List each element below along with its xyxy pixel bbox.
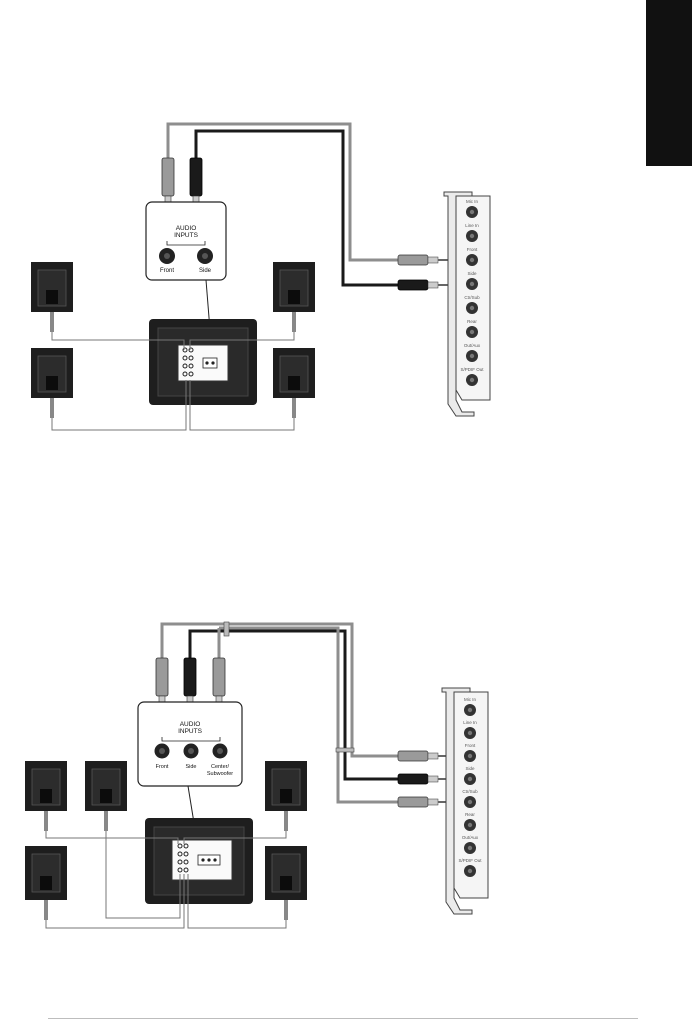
speaker-connection-diagram-6ch: AUDIO INPUTS Front Side Center/ Subwoofe… — [0, 600, 692, 940]
card-label-6: Out/Aux — [462, 835, 479, 840]
card-plug-black — [398, 280, 454, 290]
audio-inputs-callout: AUDIO INPUTS Front Side Center/ Subwoofe… — [138, 702, 242, 786]
card-label-7: S/PDIF Out — [458, 858, 482, 863]
speaker-side-right — [273, 348, 315, 418]
card-label-3: Side — [467, 271, 477, 276]
card-label-6: Out/Aux — [464, 343, 481, 348]
cable-tie-side — [336, 748, 354, 752]
jack-label-center: Center/ — [211, 764, 230, 770]
speaker-front-right — [265, 761, 307, 831]
card-label-5: Rear — [467, 319, 477, 324]
jack-label-front: Front — [156, 764, 169, 770]
card-label-1: Line In — [463, 720, 477, 725]
subwoofer-unit — [145, 818, 253, 904]
speaker-center — [85, 761, 127, 831]
sound-card-bracket: Mic In Line In Front Side Ctr/Sub Rear O… — [442, 688, 488, 914]
card-label-3: Side — [465, 766, 475, 771]
speaker-side-left — [25, 846, 67, 920]
audio-inputs-title-2: INPUTS — [178, 728, 203, 735]
audio-inputs-callout: AUDIO INPUTS Front Side — [146, 202, 226, 280]
jack-label-subwoofer: Subwoofer — [207, 771, 233, 777]
footer-rule — [48, 1018, 638, 1019]
sound-card-bracket: Mic In Line In Front Side Ctr/Sub Rear O… — [444, 192, 490, 416]
card-label-2: Front — [467, 247, 478, 252]
card-plug-gray — [398, 255, 454, 265]
audio-inputs-title-1: AUDIO — [180, 721, 201, 728]
cable-tie-top — [224, 622, 229, 636]
card-label-0: Mic In — [466, 199, 478, 204]
speaker-connection-diagram-4ch: AUDIO INPUTS Front Side — [0, 100, 692, 440]
subwoofer-unit — [149, 319, 257, 405]
card-label-0: Mic In — [464, 697, 476, 702]
audio-inputs-title-1: AUDIO — [176, 225, 197, 232]
card-label-2: Front — [465, 743, 476, 748]
jack-label-front: Front — [160, 268, 174, 274]
audio-inputs-title-2: INPUTS — [174, 232, 199, 239]
speaker-front-right — [273, 262, 315, 332]
jack-label-side: Side — [185, 764, 196, 770]
cable-gray-2 — [219, 628, 400, 802]
speaker-side-right — [265, 846, 307, 920]
card-label-5: Rear — [465, 812, 475, 817]
speaker-side-left — [31, 348, 73, 418]
jack-label-side: Side — [199, 268, 212, 274]
cable-black — [196, 131, 400, 285]
card-label-4: Ctr/Sub — [464, 295, 480, 300]
speaker-front-left — [31, 262, 73, 332]
card-label-4: Ctr/Sub — [462, 789, 478, 794]
card-label-1: Line In — [465, 223, 479, 228]
speaker-front-left — [25, 761, 67, 831]
card-label-7: S/PDIF Out — [460, 367, 484, 372]
